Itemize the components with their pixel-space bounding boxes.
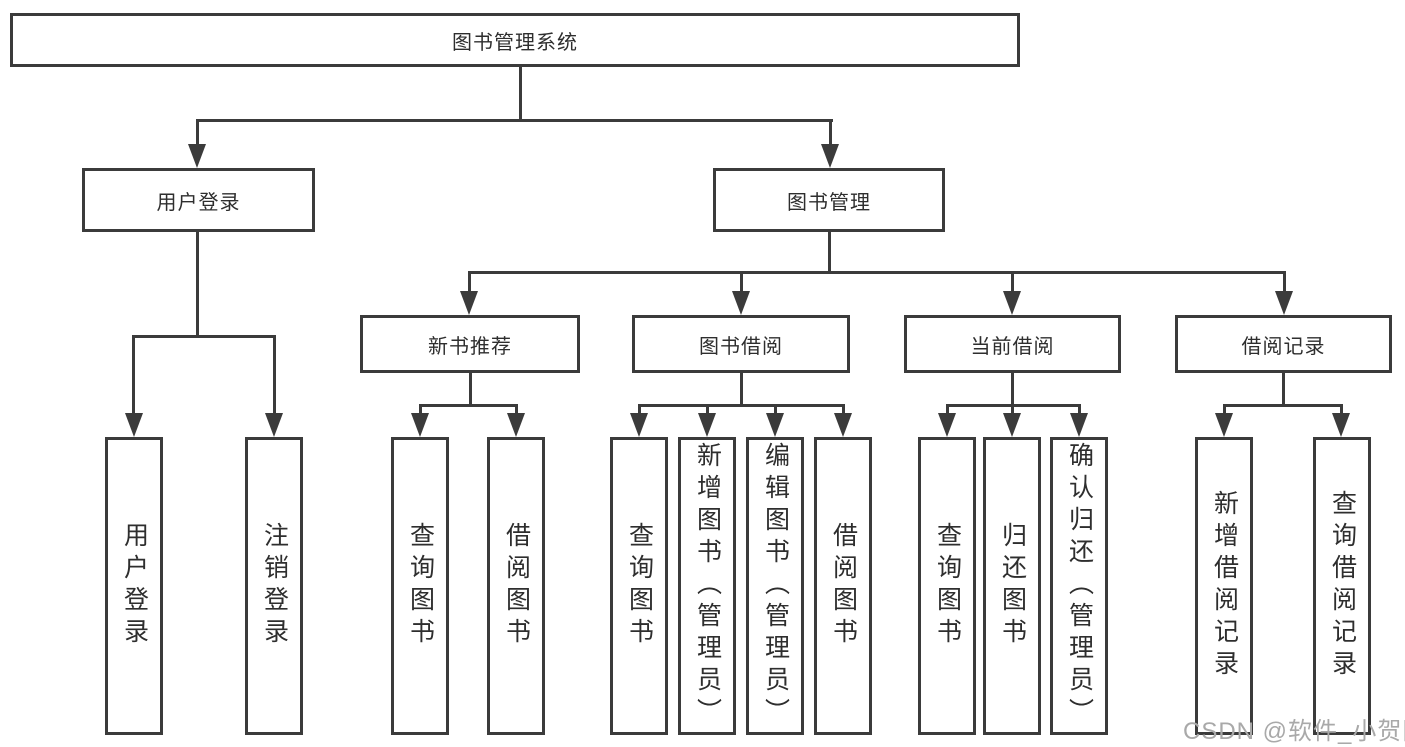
connector-line xyxy=(196,119,833,122)
node-new-book-recommendation: 新书推荐 xyxy=(360,315,580,373)
connector-arrowhead xyxy=(1275,291,1293,315)
connector-arrowhead xyxy=(125,413,143,437)
connector-line xyxy=(1340,404,1343,418)
node-current-borrowing: 当前借阅 xyxy=(904,315,1121,373)
leaf-label: 借阅图书 xyxy=(829,522,858,650)
leaf-query-books-recommend: 查询图书 xyxy=(391,437,449,735)
connector-line xyxy=(1223,404,1226,418)
connector-line xyxy=(1011,271,1014,295)
connector-arrowhead xyxy=(834,413,852,437)
leaf-label: 归还图书 xyxy=(998,522,1027,650)
connector-arrowhead xyxy=(938,413,956,437)
connector-arrowhead xyxy=(766,413,784,437)
connector-line xyxy=(828,232,831,274)
connector-line xyxy=(774,404,777,418)
node-book-borrowing: 图书借阅 xyxy=(632,315,850,373)
leaf-logout: 注销登录 xyxy=(245,437,303,735)
connector-line xyxy=(842,404,845,418)
connector-line xyxy=(468,271,1286,274)
connector-line xyxy=(132,335,135,419)
leaf-label: 用户登录 xyxy=(120,522,149,650)
leaf-label: 查询图书 xyxy=(933,522,962,650)
connector-line xyxy=(273,335,276,419)
connector-line xyxy=(638,404,641,418)
leaf-query-books-current: 查询图书 xyxy=(918,437,976,735)
connector-arrowhead xyxy=(460,291,478,315)
connector-arrowhead xyxy=(411,413,429,437)
leaf-label: 新增图书（管理员） xyxy=(693,442,722,730)
connector-line xyxy=(706,404,709,418)
leaf-query-books-borrow: 查询图书 xyxy=(610,437,668,735)
connector-line xyxy=(740,373,743,407)
node-label: 图书管理系统 xyxy=(452,31,578,54)
connector-arrowhead xyxy=(1215,413,1233,437)
connector-line xyxy=(1283,271,1286,295)
leaf-user-login: 用户登录 xyxy=(105,437,163,735)
leaf-label: 编辑图书（管理员） xyxy=(761,442,790,730)
connector-line xyxy=(1282,373,1285,407)
leaf-return-book: 归还图书 xyxy=(983,437,1041,735)
leaf-label: 确认归还（管理员） xyxy=(1065,442,1094,730)
connector-arrowhead xyxy=(507,413,525,437)
connector-line xyxy=(419,404,518,407)
connector-line xyxy=(1011,373,1014,407)
leaf-label: 注销登录 xyxy=(260,522,289,650)
connector-line xyxy=(196,119,199,149)
node-root-library-system: 图书管理系统 xyxy=(10,13,1020,67)
connector-line xyxy=(946,404,949,418)
connector-arrowhead xyxy=(1003,291,1021,315)
node-label: 图书管理 xyxy=(787,191,871,214)
node-label: 用户登录 xyxy=(156,191,241,214)
connector-arrowhead xyxy=(821,144,839,168)
connector-line xyxy=(132,335,276,338)
connector-line xyxy=(1078,404,1081,418)
node-borrowing-records: 借阅记录 xyxy=(1175,315,1392,373)
leaf-edit-book-admin: 编辑图书（管理员） xyxy=(746,437,804,735)
connector-arrowhead xyxy=(188,144,206,168)
connector-line xyxy=(1223,404,1343,407)
connector-line xyxy=(1011,404,1014,418)
leaf-query-borrow-record: 查询借阅记录 xyxy=(1313,437,1371,735)
connector-line xyxy=(468,271,471,295)
connector-line xyxy=(469,373,472,407)
connector-line xyxy=(519,67,522,121)
node-label: 图书借阅 xyxy=(699,335,783,358)
node-label: 新书推荐 xyxy=(428,335,512,358)
leaf-label: 借阅图书 xyxy=(502,522,531,650)
leaf-label: 查询借阅记录 xyxy=(1328,490,1357,682)
leaf-label: 新增借阅记录 xyxy=(1210,490,1239,682)
connector-line xyxy=(740,271,743,295)
node-label: 当前借阅 xyxy=(970,335,1055,358)
node-label: 借阅记录 xyxy=(1241,335,1326,358)
node-book-management: 图书管理 xyxy=(713,168,945,232)
leaf-borrow-books-recommend: 借阅图书 xyxy=(487,437,545,735)
leaf-add-borrow-record: 新增借阅记录 xyxy=(1195,437,1253,735)
leaf-confirm-return-admin: 确认归还（管理员） xyxy=(1050,437,1108,735)
connector-arrowhead xyxy=(1070,413,1088,437)
connector-line xyxy=(419,404,422,418)
connector-line xyxy=(515,404,518,418)
connector-arrowhead xyxy=(265,413,283,437)
connector-line xyxy=(638,404,845,407)
connector-arrowhead xyxy=(630,413,648,437)
connector-arrowhead xyxy=(1332,413,1350,437)
node-user-login: 用户登录 xyxy=(82,168,315,232)
csdn-watermark: CSDN @软件_小贺同学 xyxy=(1183,718,1405,745)
leaf-add-book-admin: 新增图书（管理员） xyxy=(678,437,736,735)
leaf-borrow-books: 借阅图书 xyxy=(814,437,872,735)
connector-arrowhead xyxy=(1003,413,1021,437)
connector-arrowhead xyxy=(698,413,716,437)
connector-line xyxy=(829,119,832,149)
connector-line xyxy=(196,232,199,338)
leaf-label: 查询图书 xyxy=(625,522,654,650)
connector-arrowhead xyxy=(732,291,750,315)
leaf-label: 查询图书 xyxy=(406,522,435,650)
